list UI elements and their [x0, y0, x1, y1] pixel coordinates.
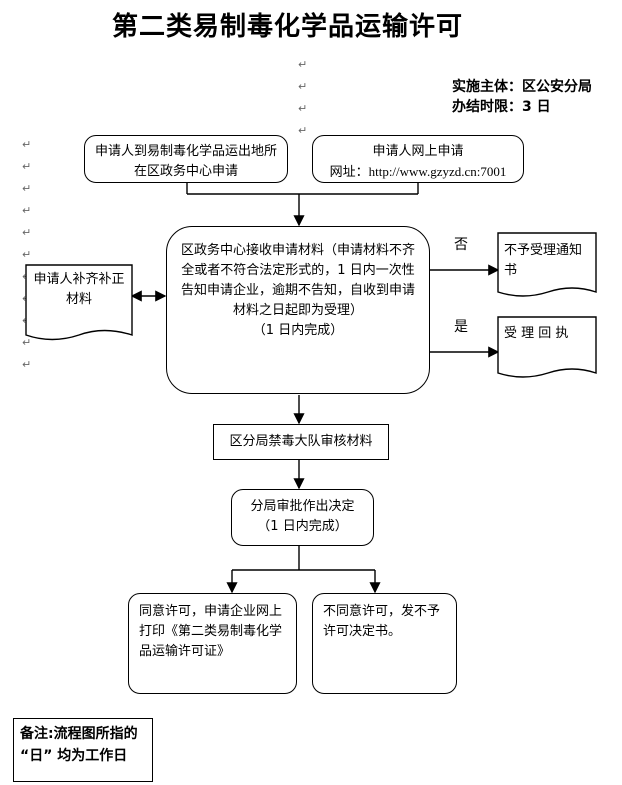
- footnote-box: 备注:流程图所指的 “日” 均为工作日: [13, 718, 153, 782]
- implementer: 实施主体：区公安分局: [452, 79, 592, 95]
- apply-onsite-box: 申请人到易制毒化学品运出地所在区政务中心申请: [84, 135, 288, 183]
- supplement-doc: 申请人补齐补正材料: [33, 272, 125, 307]
- paragraph-marks-top: ↵↵↵↵: [298, 58, 308, 137]
- review-box: 区分局禁毒大队审核材料: [213, 424, 389, 460]
- apply-online-box: 申请人网上申请 网址：http://www.gzyzd.cn:7001: [312, 135, 524, 183]
- accept-receipt-doc: 受 理 回 执: [504, 326, 569, 341]
- reject-notice-doc: 不予受理通知书: [504, 243, 583, 278]
- edge-label-yes: 是: [454, 319, 468, 335]
- page-title: 第二类易制毒化学品运输许可: [112, 12, 464, 42]
- approve-box: 同意许可，申请企业网上打印《第二类易制毒化学品运输许可证》: [128, 593, 297, 694]
- center-receive-box: 区政务中心接收申请材料（申请材料不齐全或者不符合法定形式的，1 日内一次性告知申…: [166, 226, 430, 394]
- center-receive-text: 区政务中心接收申请材料（申请材料不齐全或者不符合法定形式的，1 日内一次性告知申…: [181, 243, 416, 318]
- decision-box: 分局审批作出决定 （1 日内完成）: [231, 489, 374, 546]
- apply-online-url: 网址：http://www.gzyzd.cn:7001: [329, 164, 507, 179]
- edge-label-no: 否: [454, 237, 468, 253]
- apply-online-label: 申请人网上申请: [372, 144, 464, 159]
- decision-time: （1 日内完成）: [257, 519, 348, 534]
- deny-box: 不同意许可，发不予许可决定书。: [312, 593, 457, 694]
- time-limit: 办结时限：3 日: [452, 99, 551, 115]
- center-receive-time: （1 日内完成）: [252, 323, 344, 338]
- decision-label: 分局审批作出决定: [250, 499, 355, 514]
